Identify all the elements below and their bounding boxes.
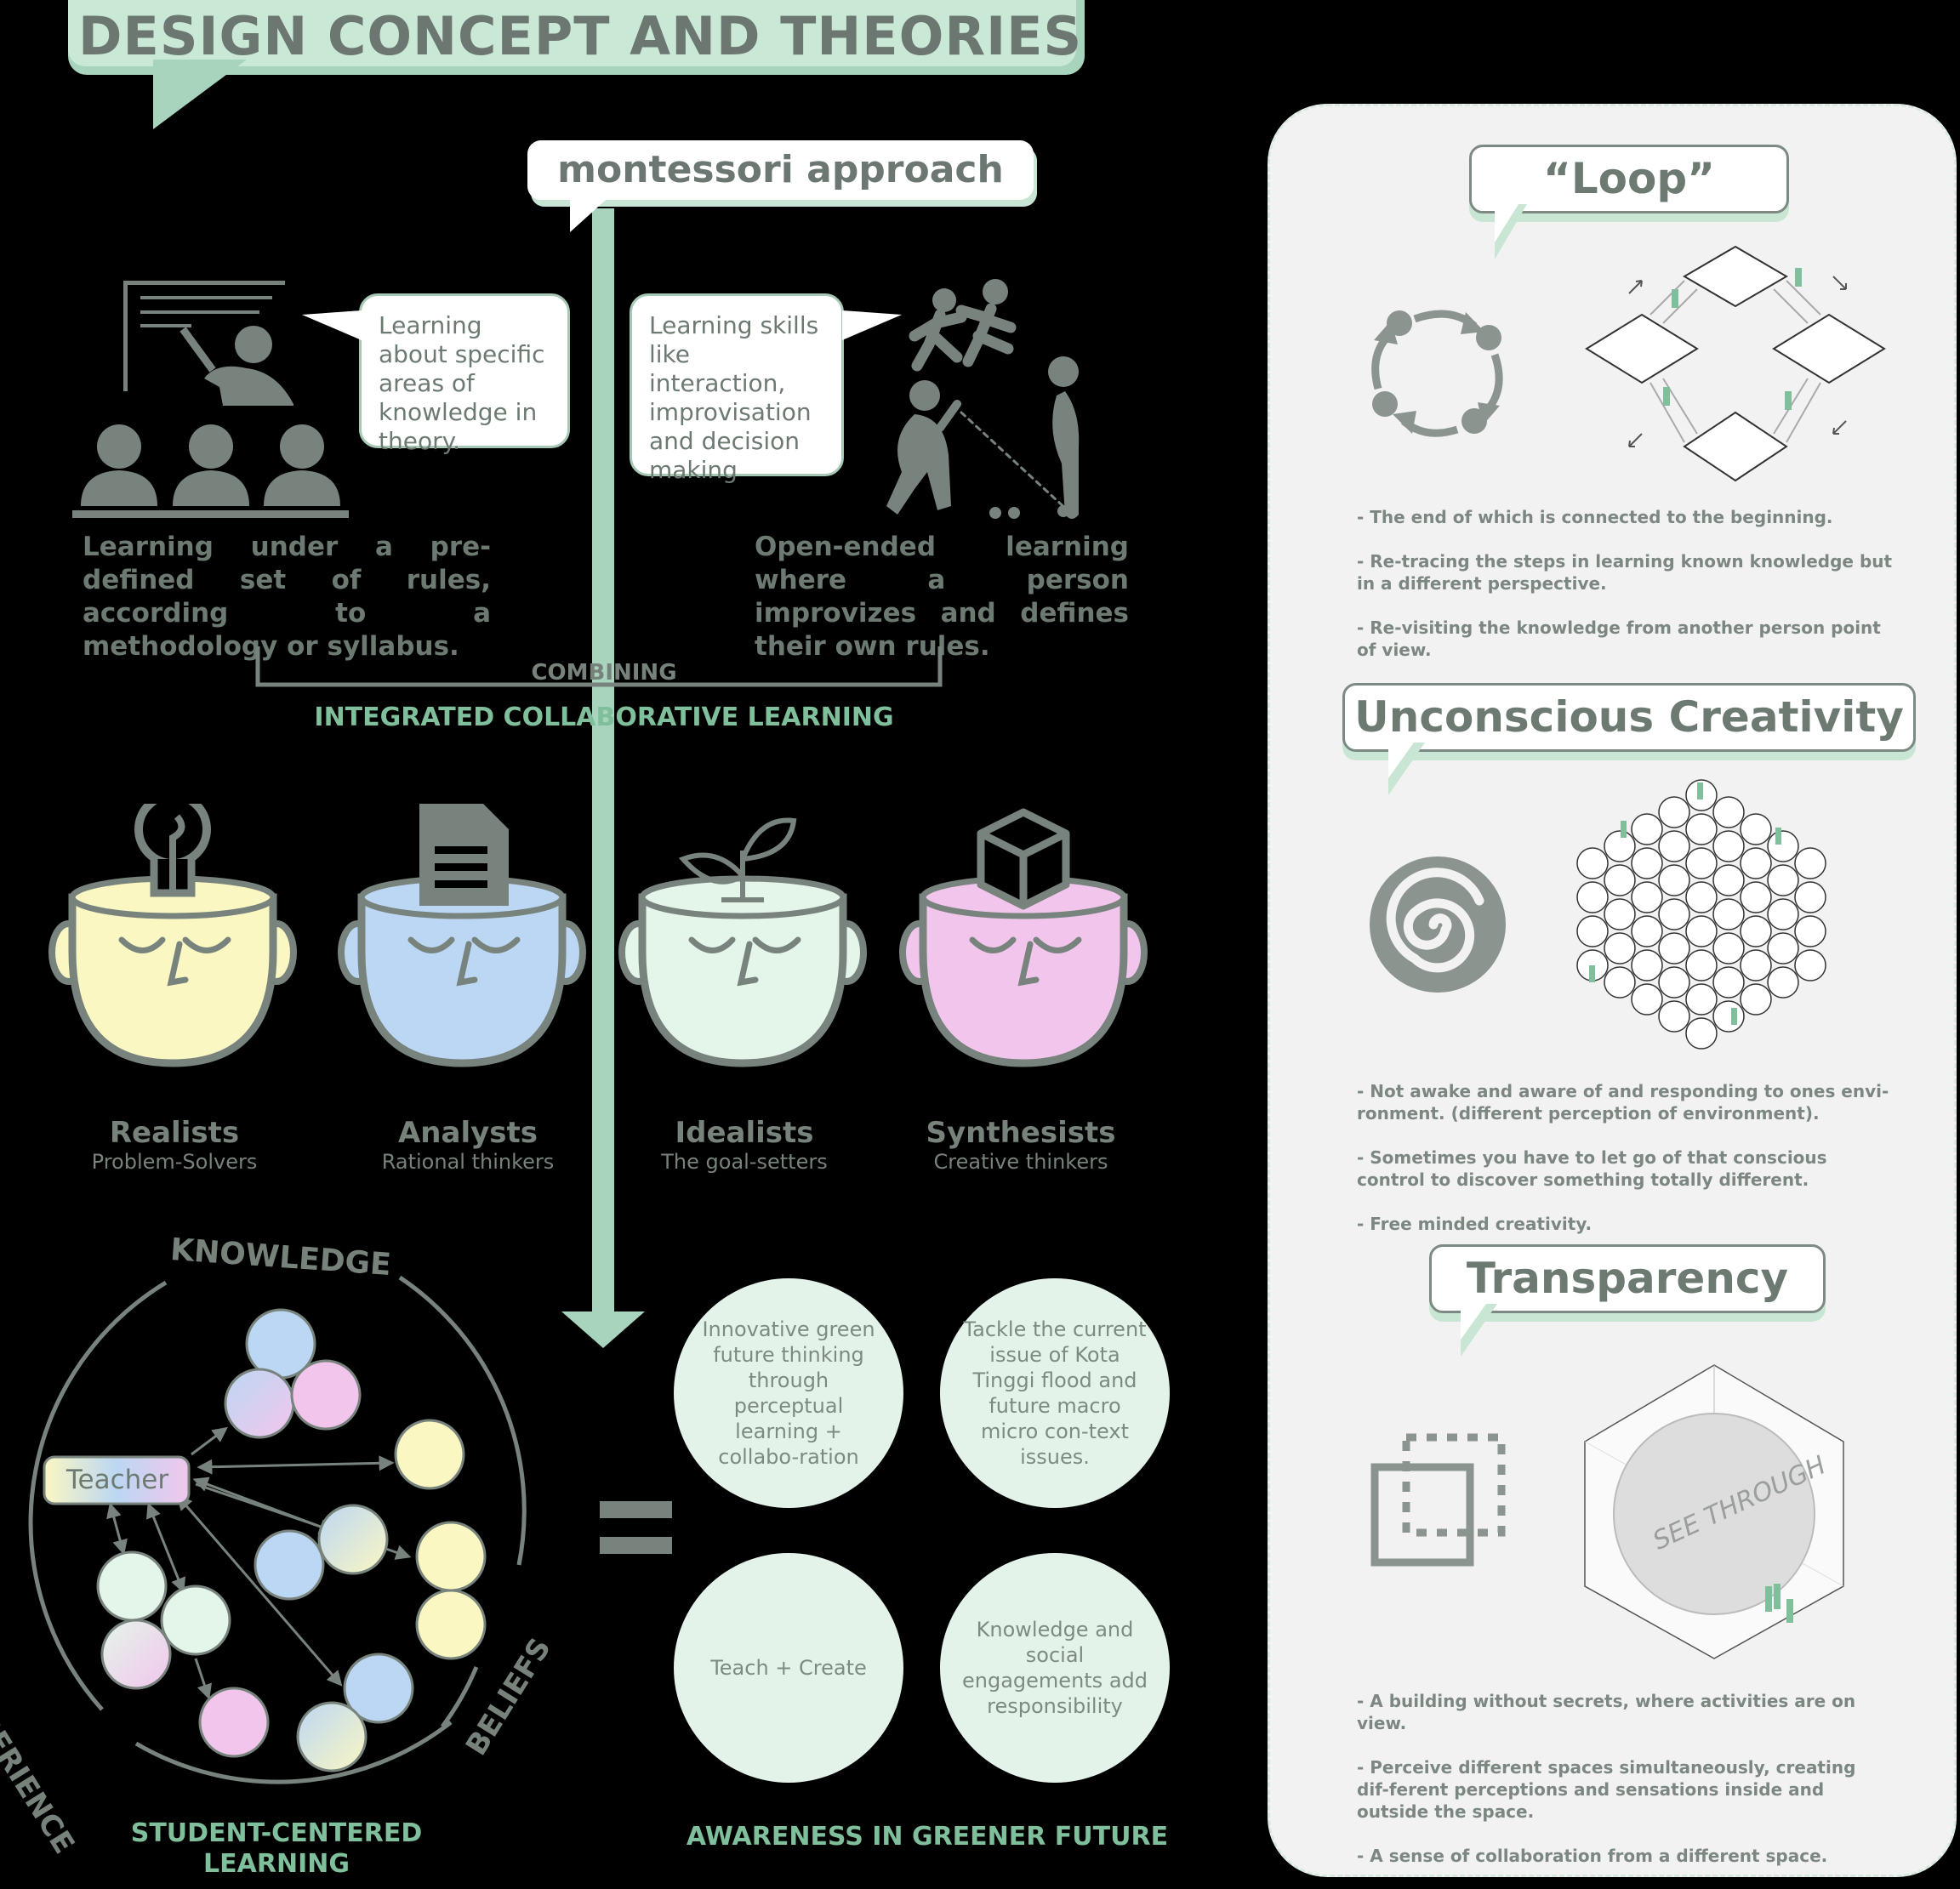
thinker-title: Synthesists: [926, 1116, 1116, 1150]
loop-diagram: [1585, 245, 1886, 482]
montessori-arrow: [561, 208, 645, 1348]
loop-notes: - The end of which is connected to the b…: [1357, 506, 1893, 683]
transparency-title: Transparency: [1429, 1244, 1826, 1313]
thinker-analysts: Analysts Rational thinkers: [349, 1116, 587, 1174]
equals-sign: [600, 1501, 672, 1554]
thinker-subtitle: Problem-Solvers: [91, 1150, 258, 1174]
loop-note: - Re-tracing the steps in learning known…: [1357, 551, 1893, 594]
thinker-realists: Realists Problem-Solvers: [60, 1116, 289, 1174]
open-ended-description: Open-ended learning where a person impro…: [755, 532, 1129, 662]
unconscious-title-pointer: [1388, 743, 1425, 795]
thinker-subtitle: Creative thinkers: [933, 1150, 1108, 1174]
transparency-title-pointer: [1461, 1304, 1497, 1357]
thinker-title: Analysts: [397, 1116, 538, 1150]
teacher-label: Teacher: [66, 1465, 169, 1495]
thinker-idealists: Idealists The goal-setters: [630, 1116, 859, 1174]
active-learners-icon: [886, 279, 1080, 519]
header-pointer: [153, 60, 247, 129]
thinker-title: Idealists: [675, 1116, 814, 1150]
thinker-subtitle: The goal-setters: [661, 1150, 828, 1174]
thinker-synthesists: Synthesists Creative thinkers: [902, 1116, 1140, 1174]
integrated-learning-label: INTEGRATED COLLABORATIVE LEARNING: [314, 703, 894, 732]
page-title: DESIGN CONCEPT AND THEORIES: [78, 5, 1083, 67]
outcome-circle-3: Teach + Create: [674, 1553, 903, 1783]
transparency-note: - A sense of collaboration from a differ…: [1357, 1846, 1828, 1866]
combining-bracket: [255, 646, 943, 687]
montessori-label-box: montessori approach: [527, 140, 1034, 200]
student-centered-caption: STUDENT-CENTERED LEARNING: [130, 1818, 423, 1879]
analysts-head: [338, 804, 586, 1067]
montessori-label: montessori approach: [557, 148, 1004, 191]
skills-bubble: Learning skills like interaction, improv…: [630, 293, 844, 484]
theory-description: Learning under a pre-defined set of rule…: [83, 532, 491, 662]
idealists-head: [618, 817, 867, 1067]
montessori-pointer: [570, 194, 612, 232]
see-through-diagram: [1584, 1364, 1844, 1659]
combining-label: COMBINING: [531, 660, 677, 686]
transparency-notes: - A building without secrets, where acti…: [1357, 1690, 1893, 1889]
theory-bubble-pointer: [302, 310, 362, 340]
outcome-circle-2: Tackle the current issue of Kota Tinggi …: [940, 1278, 1170, 1508]
classroom-icon: [72, 281, 349, 518]
thinker-heads: [48, 804, 1148, 1067]
unconscious-note: - Sometimes you have to let go of that c…: [1357, 1147, 1827, 1190]
spiral-icon: [1370, 856, 1506, 993]
theory-bubble: Learning about specific areas of knowled…: [359, 293, 570, 455]
header-banner: DESIGN CONCEPT AND THEORIES: [68, 0, 1085, 129]
realists-head: [48, 804, 297, 1067]
unconscious-note: - Free minded creativity.: [1357, 1214, 1592, 1234]
synthesists-head: [899, 808, 1148, 1067]
thinker-title: Realists: [109, 1116, 240, 1150]
outcome-circle-4: Knowledge and social engagements add res…: [940, 1553, 1170, 1783]
learning-circle: [28, 1275, 527, 1784]
loop-title: “Loop”: [1469, 145, 1789, 213]
loop-note: - Re-visiting the knowledge from another…: [1357, 617, 1881, 660]
transparency-note: - Perceive different spaces simultaneous…: [1357, 1757, 1856, 1822]
transparency-icon: [1370, 1433, 1506, 1567]
skills-bubble-pointer: [842, 310, 902, 340]
sphere-lattice: [1576, 779, 1826, 1050]
loop-icon: [1371, 310, 1503, 437]
unconscious-note: - Not awake and aware of and responding …: [1357, 1081, 1889, 1124]
loop-note: - The end of which is connected to the b…: [1357, 507, 1833, 527]
awareness-caption: AWARENESS IN GREENER FUTURE: [686, 1822, 1169, 1852]
transparency-note: - A building without secrets, where acti…: [1357, 1691, 1856, 1733]
thinker-subtitle: Rational thinkers: [381, 1150, 555, 1174]
loop-title-pointer: [1495, 204, 1527, 259]
outcome-circle-1: Innovative green future thinking through…: [674, 1278, 903, 1508]
unconscious-title: Unconscious Creativity: [1342, 683, 1916, 752]
unconscious-notes: - Not awake and aware of and responding …: [1357, 1080, 1893, 1257]
